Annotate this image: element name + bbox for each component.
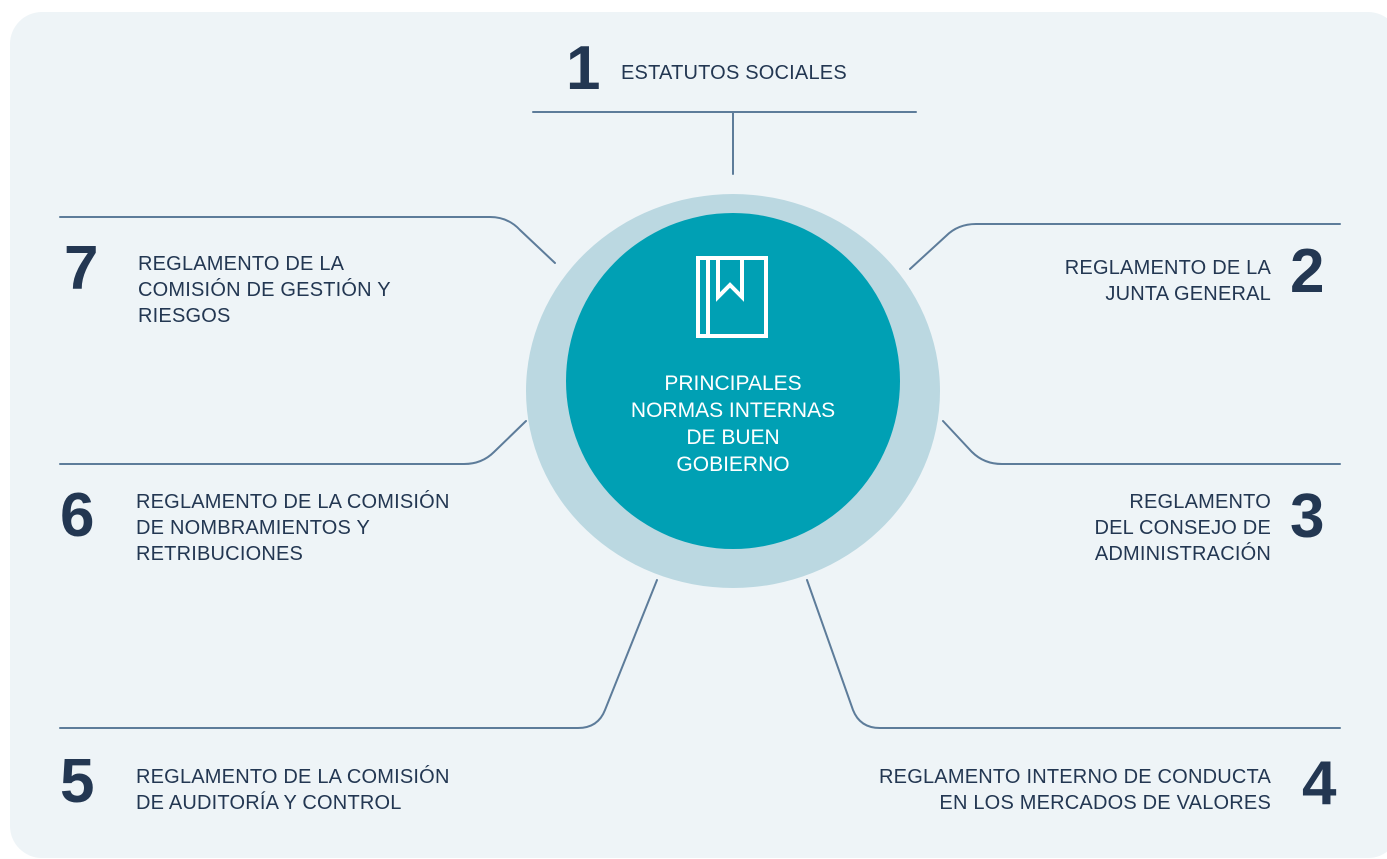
item-2-label-line: JUNTA GENERAL: [1105, 283, 1271, 305]
item-7-label-line: COMISIÓN DE GESTIÓN Y: [138, 279, 391, 301]
item-6-label-line: DE NOMBRAMIENTOS Y: [136, 517, 371, 539]
item-6-label-line: RETRIBUCIONES: [136, 543, 304, 565]
item-5-label-line: DE AUDITORÍA Y CONTROL: [136, 792, 402, 814]
connector-4: [806, 579, 1341, 729]
item-1-label: ESTATUTOS SOCIALES: [621, 60, 847, 86]
item-7-label-line: RIESGOS: [138, 305, 231, 327]
item-3-label-line: DEL CONSEJO DE: [1094, 517, 1271, 539]
item-1-number: 1: [566, 34, 601, 103]
item-5-number: 5: [60, 747, 95, 816]
item-5-label: REGLAMENTO DE LA COMISIÓN DE AUDITORÍA Y…: [136, 764, 450, 816]
item-2-label: REGLAMENTO DE LA JUNTA GENERAL: [1065, 255, 1271, 307]
item-6-label-line: REGLAMENTO DE LA COMISIÓN: [136, 491, 450, 513]
item-4-label-line: EN LOS MERCADOS DE VALORES: [939, 792, 1271, 814]
connector-1: [532, 111, 917, 175]
item-7-label: REGLAMENTO DE LA COMISIÓN DE GESTIÓN Y R…: [138, 251, 391, 329]
center-title-line: DE BUEN: [686, 426, 780, 449]
book-bookmark-icon: [696, 256, 768, 338]
center-title-line: PRINCIPALES: [664, 372, 802, 395]
item-3-label-line: ADMINISTRACIÓN: [1094, 543, 1271, 565]
item-4-label: REGLAMENTO INTERNO DE CONDUCTA EN LOS ME…: [879, 764, 1271, 816]
center-title-line: NORMAS INTERNAS: [630, 399, 836, 422]
item-3-number: 3: [1290, 482, 1325, 551]
item-3-label-line: REGLAMENTO: [1129, 491, 1271, 513]
item-6-label: REGLAMENTO DE LA COMISIÓN DE NOMBRAMIENT…: [136, 489, 450, 567]
center-title: PRINCIPALES NORMAS INTERNAS DE BUEN GOBI…: [586, 370, 880, 478]
connector-6: [59, 420, 527, 465]
center-title-line: GOBIERNO: [676, 453, 790, 476]
item-6-number: 6: [60, 481, 95, 550]
item-7-number: 7: [64, 234, 99, 303]
connector-5: [59, 579, 658, 729]
item-3-label: REGLAMENTO DEL CONSEJO DE ADMINISTRACIÓN: [1094, 489, 1271, 567]
item-5-label-line: REGLAMENTO DE LA COMISIÓN: [136, 766, 450, 788]
item-4-label-line: REGLAMENTO INTERNO DE CONDUCTA: [879, 766, 1271, 788]
item-2-number: 2: [1290, 237, 1325, 306]
connector-7: [59, 216, 556, 264]
item-4-number: 4: [1302, 749, 1337, 818]
item-7-label-line: REGLAMENTO DE LA: [138, 253, 345, 275]
item-2-label-line: REGLAMENTO DE LA: [1064, 257, 1271, 279]
connector-3: [942, 420, 1341, 465]
connector-2: [909, 223, 1341, 270]
item-1-label-line: ESTATUTOS SOCIALES: [621, 62, 847, 84]
center-core: [566, 213, 900, 549]
